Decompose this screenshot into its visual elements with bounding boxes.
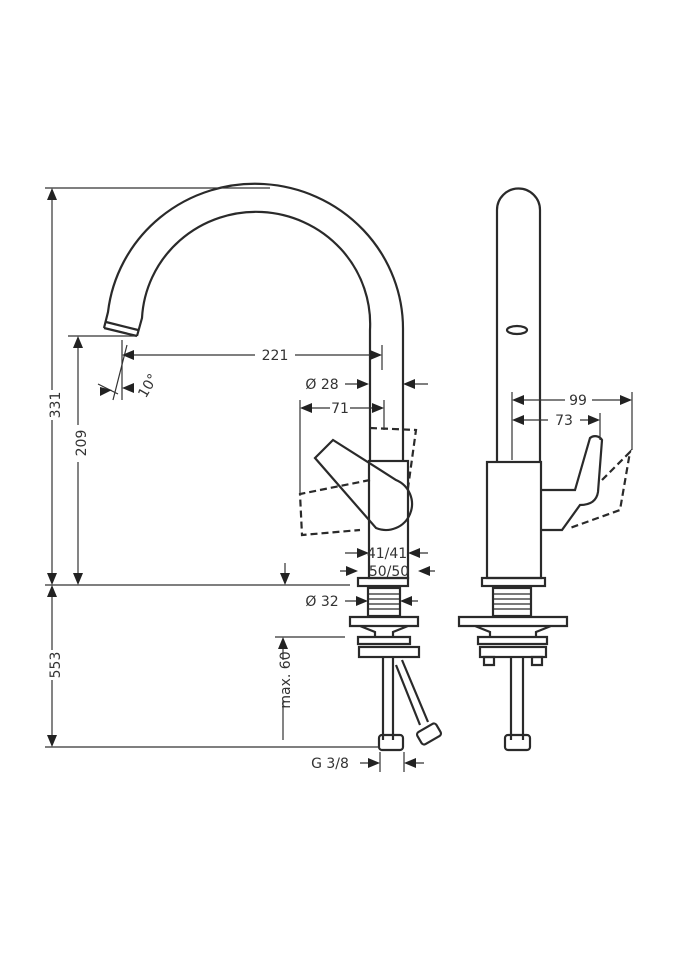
label-spout-height: 209 <box>74 430 90 457</box>
side-lever <box>541 435 604 532</box>
dimension-lines <box>45 187 633 772</box>
label-body-width-2: 50/50 <box>369 564 409 580</box>
side-nut-plate <box>478 645 548 659</box>
side-connector-nut <box>503 733 532 752</box>
base-ring <box>356 576 410 588</box>
side-hose <box>509 657 525 740</box>
connector-nut-1 <box>377 733 405 752</box>
lever-alt-position-up <box>369 426 418 489</box>
thread <box>366 586 402 618</box>
label-angle: 10° <box>135 371 161 401</box>
label-reach: 221 <box>262 348 289 364</box>
dimension-labels: 331 209 553 221 10° Ø 28 71 41/41 50/50 … <box>48 348 587 772</box>
side-thread <box>491 586 533 618</box>
label-spout-diameter: Ø 28 <box>305 377 338 393</box>
spout-outer <box>102 182 405 462</box>
label-connection: G 3/8 <box>311 756 349 772</box>
label-total-height: 331 <box>48 392 64 419</box>
mounting-flange <box>348 615 420 646</box>
label-body-width-1: 41/41 <box>367 546 407 562</box>
connector-nut-2 <box>415 722 443 746</box>
supply-hose-angled <box>394 659 430 726</box>
label-side-depth-lever: 73 <box>555 413 573 429</box>
nut-plate <box>357 645 421 659</box>
front-view <box>102 182 443 752</box>
label-below-deck: 553 <box>48 652 64 679</box>
side-body <box>485 460 543 580</box>
side-aerator <box>505 324 529 336</box>
side-flange <box>457 615 569 646</box>
spout-aerator <box>103 320 139 338</box>
side-view <box>457 187 632 752</box>
side-studs <box>482 655 544 667</box>
label-side-depth-total: 99 <box>569 393 587 409</box>
spout-inner <box>135 210 372 462</box>
label-lever-offset: 71 <box>331 401 349 417</box>
lever-handle <box>313 438 414 532</box>
side-base-ring <box>480 576 547 588</box>
side-lever-alt <box>569 448 632 530</box>
label-thread-diameter: Ø 32 <box>305 594 338 610</box>
supply-hose-straight <box>381 657 395 740</box>
lever-alt-position-back <box>298 478 371 537</box>
label-max-thickness: max. 60 <box>278 651 294 708</box>
side-spout <box>495 187 542 462</box>
